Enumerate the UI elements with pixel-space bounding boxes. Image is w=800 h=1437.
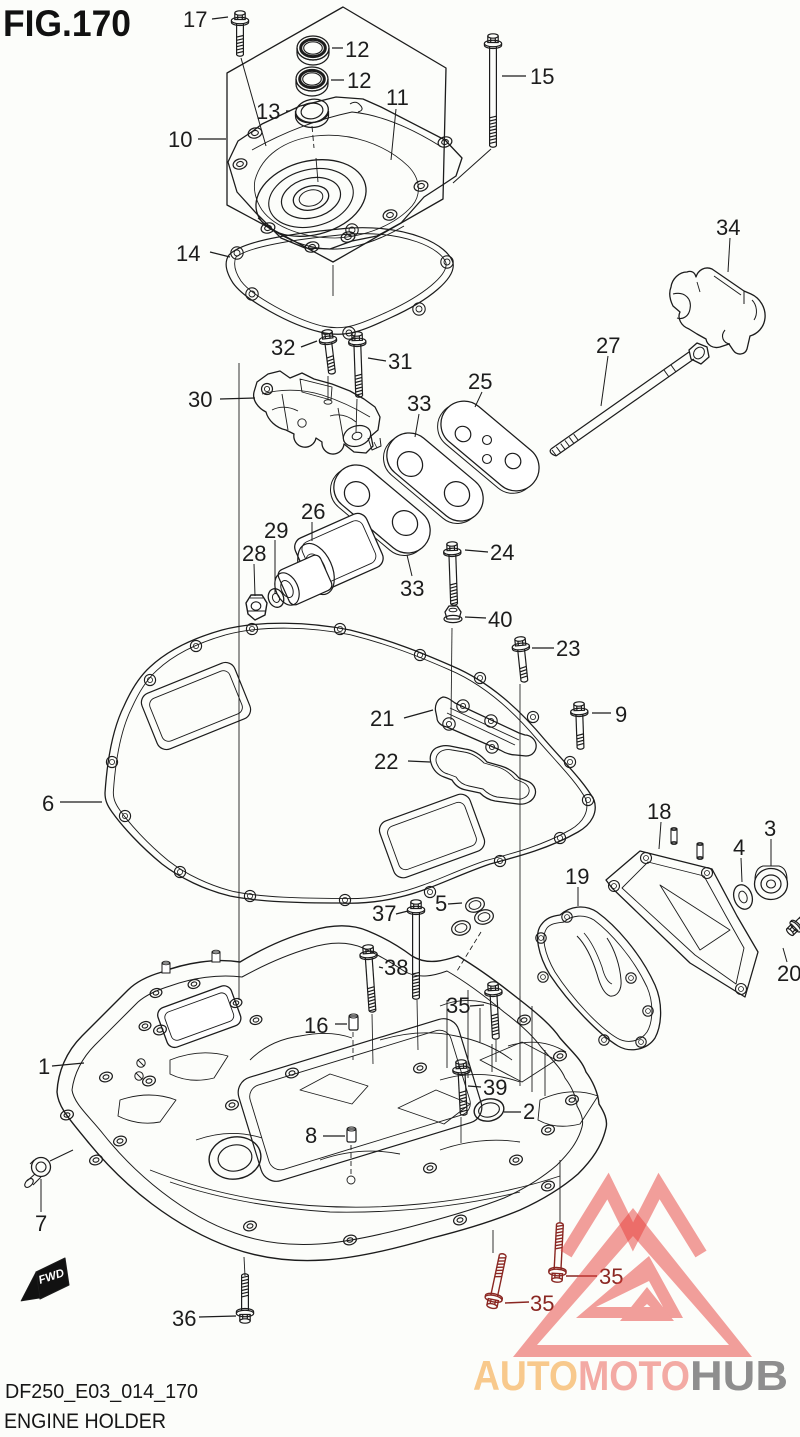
svg-text:33: 33 [400, 576, 424, 601]
svg-text:9: 9 [615, 702, 627, 727]
svg-text:8: 8 [305, 1123, 317, 1148]
svg-text:40: 40 [488, 607, 512, 632]
svg-text:2: 2 [523, 1099, 535, 1124]
svg-text:24: 24 [490, 540, 514, 565]
svg-text:FIG.170: FIG.170 [3, 3, 131, 44]
svg-text:AUTO: AUTO [473, 1352, 578, 1399]
svg-text:6: 6 [42, 791, 54, 816]
svg-text:11: 11 [386, 85, 409, 110]
svg-text:26: 26 [301, 499, 325, 524]
svg-text:35: 35 [599, 1264, 623, 1289]
svg-text:29: 29 [264, 518, 288, 543]
svg-text:16: 16 [304, 1013, 328, 1038]
svg-text:ENGINE HOLDER: ENGINE HOLDER [4, 1410, 166, 1433]
svg-text:12: 12 [347, 68, 371, 93]
svg-text:33: 33 [407, 391, 431, 416]
svg-text:38: 38 [384, 955, 408, 980]
svg-text:15: 15 [530, 64, 554, 89]
svg-text:28: 28 [242, 541, 266, 566]
svg-text:23: 23 [556, 636, 580, 661]
svg-text:30: 30 [188, 387, 212, 412]
svg-text:21: 21 [370, 706, 394, 731]
svg-text:35: 35 [446, 993, 470, 1018]
svg-text:36: 36 [172, 1306, 196, 1331]
svg-text:25: 25 [468, 369, 492, 394]
svg-text:7: 7 [35, 1211, 47, 1236]
svg-text:22: 22 [374, 749, 398, 774]
svg-text:MOTO: MOTO [578, 1352, 690, 1399]
svg-text:DF250_E03_014_170: DF250_E03_014_170 [5, 1381, 198, 1403]
svg-text:17: 17 [183, 7, 207, 32]
svg-text:19: 19 [565, 864, 589, 889]
svg-text:39: 39 [483, 1075, 507, 1100]
svg-text:12: 12 [345, 37, 369, 62]
svg-text:31: 31 [388, 349, 412, 374]
svg-text:35: 35 [530, 1291, 554, 1316]
svg-text:14: 14 [176, 241, 200, 266]
svg-text:3: 3 [764, 816, 776, 841]
svg-text:27: 27 [596, 333, 620, 358]
svg-text:4: 4 [733, 835, 745, 860]
svg-text:1: 1 [38, 1054, 50, 1079]
svg-text:32: 32 [271, 335, 295, 360]
svg-text:10: 10 [168, 127, 192, 152]
svg-text:37: 37 [372, 901, 396, 926]
svg-text:5: 5 [435, 891, 447, 916]
svg-text:18: 18 [647, 799, 671, 824]
svg-text:13: 13 [256, 99, 280, 124]
svg-text:HUB: HUB [690, 1352, 788, 1399]
svg-text:34: 34 [716, 215, 740, 240]
svg-text:20: 20 [777, 961, 800, 986]
